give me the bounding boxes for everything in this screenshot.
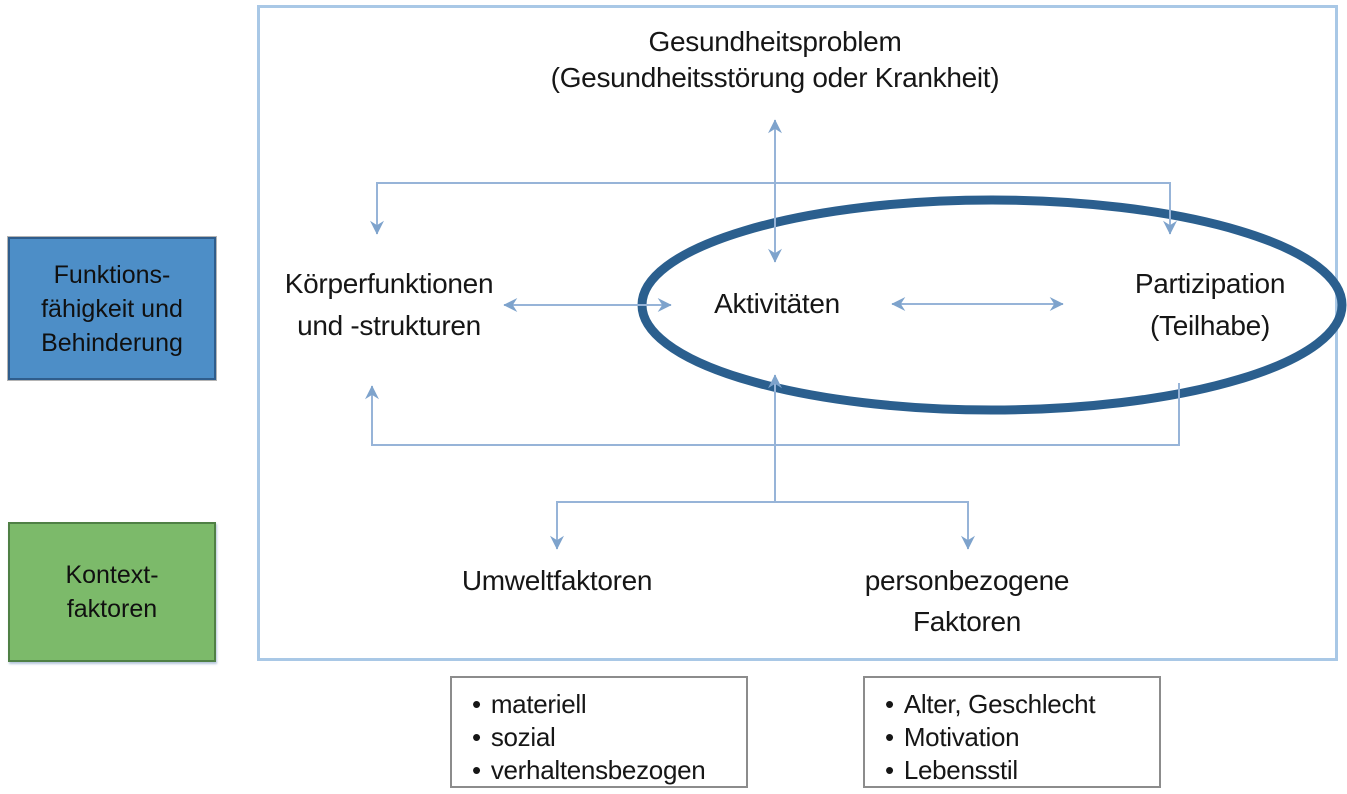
- bullet-glyph: •: [472, 689, 481, 719]
- personal-examples-box: • Alter, Geschlecht • Motivation • Lebensst…: [863, 676, 1161, 788]
- node-personal-factors: personbezogene Faktoren: [847, 560, 1087, 642]
- body-functions-line-2: und -strukturen: [297, 310, 481, 341]
- personal-factors-line-2: Faktoren: [912, 606, 1022, 637]
- context-label-line-1: Kontext-: [65, 561, 159, 589]
- bullet-glyph: •: [472, 722, 481, 752]
- personal-factors-line-1: personbezogene: [864, 565, 1070, 596]
- env-example-item: • sozial: [472, 721, 746, 754]
- pers-example-item: • Motivation: [885, 721, 1159, 754]
- context-factors-box: Kontext- faktoren: [8, 522, 216, 662]
- env-example-item: • materiell: [472, 688, 746, 721]
- node-participation: Partizipation (Teilhabe): [1090, 263, 1330, 347]
- participation-line-1: Partizipation: [1134, 268, 1286, 299]
- body-functions-line-1: Körperfunktionen: [284, 268, 494, 299]
- bullet-glyph: •: [885, 689, 894, 719]
- functioning-label-line-1: Funktions-: [53, 260, 171, 289]
- pers-example-item: • Lebensstil: [885, 754, 1159, 787]
- bullet-glyph: •: [885, 722, 894, 752]
- functioning-label-line-3: Behinderung: [41, 328, 183, 357]
- pers-example-text: Motivation: [903, 722, 1020, 752]
- pers-example-item: • Alter, Geschlecht: [885, 688, 1159, 721]
- title-line-2: (Gesundheitsstörung oder Krankheit): [550, 62, 1000, 93]
- activities-label: Aktivitäten: [714, 288, 840, 319]
- diagram-title: Gesundheitsproblem (Gesundheitsstörung o…: [395, 24, 1155, 96]
- participation-line-2: (Teilhabe): [1150, 310, 1270, 341]
- env-example-text: materiell: [490, 689, 587, 719]
- node-body-functions: Körperfunktionen und -strukturen: [258, 263, 520, 347]
- env-example-text: verhaltensbezogen: [490, 755, 706, 785]
- bullet-glyph: •: [472, 755, 481, 785]
- pers-example-text: Lebensstil: [903, 755, 1018, 785]
- title-line-1: Gesundheitsproblem: [648, 26, 902, 57]
- functioning-label-line-2: fähigkeit und: [41, 294, 183, 323]
- environmental-factors-label: Umweltfaktoren: [461, 565, 653, 596]
- environmental-examples-box: • materiell • sozial • verhaltensbezogen: [450, 676, 748, 788]
- node-environmental-factors: Umweltfaktoren: [437, 560, 677, 602]
- env-example-item: • verhaltensbezogen: [472, 754, 746, 787]
- context-label-line-2: faktoren: [66, 595, 158, 623]
- pers-example-text: Alter, Geschlecht: [903, 689, 1096, 719]
- node-activities: Aktivitäten: [677, 283, 877, 325]
- functioning-disability-box: Funktions- fähigkeit und Behinderung: [8, 237, 216, 380]
- bullet-glyph: •: [885, 755, 894, 785]
- env-example-text: sozial: [490, 722, 556, 752]
